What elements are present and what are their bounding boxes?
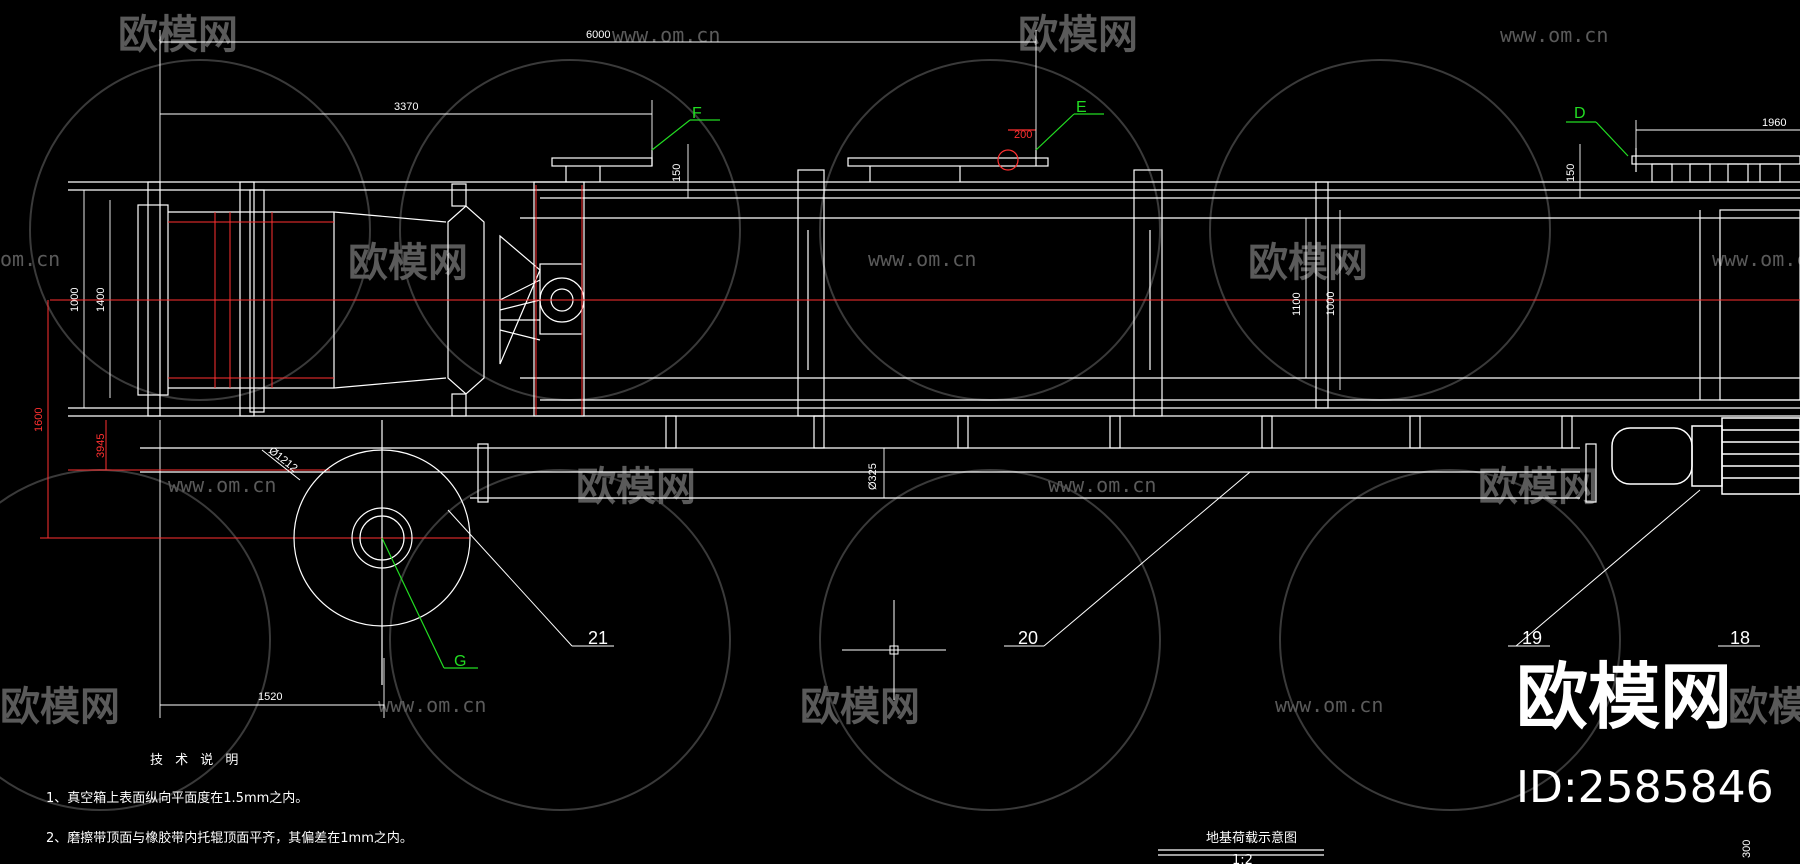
callout-18: 18	[1730, 628, 1750, 648]
label-e: E	[1076, 99, 1087, 116]
dim-red-1600: 1600	[33, 408, 45, 432]
wheel	[293, 420, 471, 685]
watermark-url: www.om.cn	[1275, 693, 1383, 717]
callout-20: 20	[1018, 628, 1038, 648]
watermark-logo: 欧模网	[800, 684, 920, 730]
brand-id: ID:2585846	[1516, 762, 1774, 813]
dim-height-f: 150	[671, 164, 683, 182]
watermark-logo: 欧模网	[1478, 464, 1598, 510]
title-block: 地基荷载示意图 1:2	[1158, 830, 1324, 864]
watermark-text: 欧模网 欧模网 www.om.cn www.om.cn om.cn 欧模网 ww…	[0, 12, 1800, 730]
dim-offset-red: 200	[1014, 129, 1032, 141]
callout-21: 21	[588, 628, 608, 648]
watermark-logo: 欧模网	[1248, 240, 1368, 286]
watermark-url: www.om.cn	[378, 693, 486, 717]
red-dimension-lines	[40, 299, 1800, 539]
watermark-logo: 欧模网	[348, 240, 468, 286]
detail-labels: F E D G	[454, 99, 1586, 670]
label-d: D	[1574, 105, 1586, 122]
green-leaders	[381, 113, 1629, 669]
watermark-logo: 欧模网	[576, 464, 696, 510]
notes-line-1: 1、真空箱上表面纵向平面度在1.5mm之内。	[46, 790, 308, 806]
brand-name: 欧模网	[1516, 655, 1732, 739]
label-g: G	[454, 653, 466, 670]
callout-numbers: 21 20 19 18	[588, 628, 1750, 648]
drawing-title: 地基荷载示意图	[1206, 830, 1297, 846]
watermark-logo: 欧模网	[118, 12, 238, 58]
watermark-url: www.om.cn	[168, 473, 276, 497]
dim-left-1400: 1400	[95, 288, 107, 312]
dim-bottom-right-300: 300	[1741, 840, 1753, 858]
dim-height-d: 150	[1565, 164, 1577, 182]
dim-left-span: 3370	[394, 101, 418, 113]
pipe-crossmark	[842, 600, 946, 700]
watermark-url: www.om.cn	[1500, 23, 1608, 47]
watermark-url: www.om.cn	[1712, 247, 1800, 271]
dim-bottom-1520: 1520	[258, 691, 282, 703]
right-motor	[1611, 417, 1800, 495]
dim-mid-1100: 1100	[1291, 292, 1303, 316]
watermark-logo: 欧模网	[1728, 684, 1800, 730]
left-drum-assembly	[137, 181, 585, 417]
watermark-logo: 欧模网	[0, 684, 120, 730]
watermark-url: www.om.cn	[612, 23, 720, 47]
dim-left-1000: 1000	[69, 288, 81, 312]
watermark-url: www.om.cn	[1048, 473, 1156, 497]
notes-title: 技 术 说 明	[150, 753, 242, 768]
technical-notes: 技 术 说 明 1、真空箱上表面纵向平面度在1.5mm之内。 2、磨擦带顶面与橡…	[46, 753, 413, 846]
red-mark-e	[997, 129, 1036, 171]
dim-total-length: 6000	[586, 29, 610, 41]
dim-red-3945: 3945	[95, 434, 107, 458]
dimension-lines	[83, 30, 1800, 718]
callout-19: 19	[1522, 628, 1542, 648]
leader-lines	[261, 449, 1760, 647]
watermark-logo: 欧模网	[1018, 12, 1138, 58]
dim-mid-1000: 1000	[1325, 292, 1337, 316]
watermark-url: www.om.cn	[868, 247, 976, 271]
main-frame	[68, 169, 1800, 503]
watermark-url: om.cn	[0, 247, 60, 271]
notes-line-2: 2、磨擦带顶面与橡胶带内托辊顶面平齐，其偏差在1mm之内。	[46, 830, 413, 846]
label-f: F	[692, 105, 702, 122]
dim-right-span: 1960	[1762, 117, 1786, 129]
brand-stamp: 欧模网 ID:2585846	[1516, 655, 1774, 813]
top-brackets	[551, 148, 1800, 183]
drawing-scale: 1:2	[1232, 853, 1253, 864]
dim-pipe-diameter: Ø325	[867, 463, 879, 490]
